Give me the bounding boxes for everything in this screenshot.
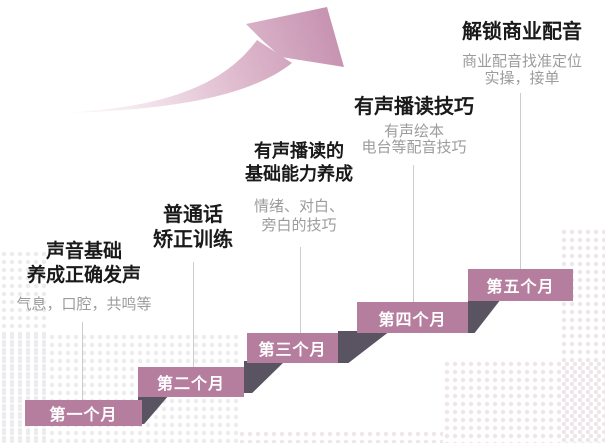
milestone-desc-line: 有声绘本 — [383, 123, 444, 140]
milestone-desc: 有声绘本 电台等配音技巧 — [354, 124, 474, 156]
connector-line — [193, 262, 194, 367]
milestone-desc-line: 情绪、对白、 — [253, 198, 344, 215]
milestone-desc-line: 旁白的技巧 — [261, 217, 337, 234]
milestone-title: 解锁商业配音 — [461, 21, 582, 43]
month-label: 第一个月 — [49, 407, 118, 424]
milestone-block-1: 声音基础 养成正确发声 气息，口腔，共鸣等 — [16, 240, 151, 313]
month-label: 第二个月 — [156, 376, 225, 393]
milestone-block-4: 有声播读技巧 有声绘本 电台等配音技巧 — [354, 95, 474, 156]
stair-riser-shadow — [338, 331, 390, 363]
milestone-desc-line: 商业配音找准定位 — [461, 53, 583, 70]
stair-riser-shadow — [468, 299, 501, 333]
milestone-title: 有声播读的 — [254, 141, 344, 161]
milestone-desc: 商业配音找准定位 实操，接单 — [462, 53, 582, 87]
milestone-block-3: 有声播读的 基础能力养成 情绪、对白、 旁白的技巧 — [245, 140, 353, 235]
step-bar-month-2: 第二个月 — [138, 367, 244, 397]
month-label: 第三个月 — [258, 342, 327, 359]
dot-pattern — [443, 360, 605, 443]
month-label: 第四个月 — [378, 311, 447, 329]
step-bar-month-3: 第三个月 — [247, 333, 338, 363]
step-bar-month-4: 第四个月 — [357, 302, 468, 333]
milestone-title: 矫正训练 — [153, 229, 233, 251]
stair-riser-shadow — [244, 361, 285, 393]
milestone-title: 声音基础 — [45, 241, 123, 262]
connector-line — [413, 165, 414, 302]
connector-line — [82, 322, 83, 400]
milestone-block-5: 解锁商业配音 商业配音找准定位 实操，接单 — [462, 20, 582, 87]
connector-line — [520, 93, 521, 269]
dot-pattern — [238, 430, 443, 443]
milestone-desc-line: 电台等配音技巧 — [361, 139, 467, 156]
milestone-title: 有声播读技巧 — [354, 96, 474, 118]
milestone-title: 基础能力养成 — [245, 164, 353, 184]
milestone-desc: 气息，口腔，共鸣等 — [16, 296, 152, 313]
milestone-block-2: 普通话 矫正训练 — [153, 203, 233, 253]
milestone-desc-line: 实操，接单 — [484, 70, 560, 87]
milestone-title: 养成正确发声 — [26, 265, 142, 286]
milestone-desc: 情绪、对白、 旁白的技巧 — [245, 197, 353, 235]
milestone-title: 普通话 — [163, 204, 223, 226]
step-bar-month-1: 第一个月 — [25, 400, 142, 426]
connector-line — [300, 247, 301, 333]
step-bar-month-5: 第五个月 — [468, 269, 573, 301]
month-label: 第五个月 — [486, 279, 555, 296]
